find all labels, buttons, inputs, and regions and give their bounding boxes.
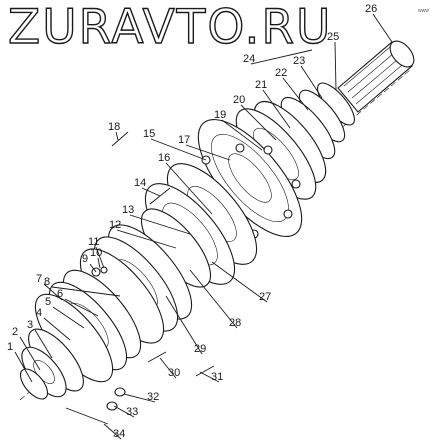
leader-line-12 bbox=[116, 229, 177, 249]
callout-label-22: 22 bbox=[275, 67, 287, 79]
leader-line-3 bbox=[34, 329, 53, 359]
callout-label-30: 30 bbox=[168, 367, 180, 379]
part-8-29-disc-pack bbox=[79, 224, 193, 344]
leader-line-11 bbox=[95, 246, 105, 269]
part-22-23-rings bbox=[280, 82, 355, 160]
leader-line-13 bbox=[129, 214, 191, 235]
callout-label-26: 26 bbox=[365, 3, 377, 15]
callout-label-28: 28 bbox=[229, 317, 241, 329]
leader-line-31 bbox=[199, 371, 220, 383]
callout-label-25: 25 bbox=[327, 31, 339, 43]
callout-label-3: 3 bbox=[27, 319, 33, 331]
leader-line-26 bbox=[372, 13, 393, 43]
leader-line-6 bbox=[64, 298, 99, 317]
callout-label-16: 16 bbox=[158, 152, 170, 164]
callout-label-4: 4 bbox=[36, 307, 42, 319]
callout-label-8: 8 bbox=[44, 276, 50, 288]
callout-label-32: 32 bbox=[147, 391, 159, 403]
leader-line-21 bbox=[262, 89, 291, 129]
leader-line-28 bbox=[189, 269, 238, 329]
leader-line-19 bbox=[221, 119, 263, 151]
callout-label-31: 31 bbox=[211, 371, 223, 383]
leader-line-29 bbox=[165, 295, 203, 355]
leader-line-4 bbox=[43, 317, 71, 341]
callout-label-12: 12 bbox=[109, 219, 121, 231]
callout-label-15: 15 bbox=[143, 128, 155, 140]
callout-label-10: 10 bbox=[90, 247, 102, 259]
callout-label-6: 6 bbox=[57, 288, 63, 300]
callout-label-33: 33 bbox=[126, 406, 138, 418]
callout-label-34: 34 bbox=[113, 428, 125, 440]
callout-label-13: 13 bbox=[122, 204, 134, 216]
leader-line-1 bbox=[14, 351, 33, 383]
callout-label-19: 19 bbox=[214, 109, 226, 121]
callout-label-27: 27 bbox=[259, 291, 271, 303]
leader-line-34 bbox=[103, 423, 122, 440]
leader-line-30 bbox=[159, 357, 177, 379]
callout-label-29: 29 bbox=[194, 343, 206, 355]
callout-label-20: 20 bbox=[233, 94, 245, 106]
callout-label-21: 21 bbox=[255, 79, 267, 91]
callout-label-11: 11 bbox=[88, 236, 99, 248]
callout-label-14: 14 bbox=[134, 177, 146, 189]
leader-line-25 bbox=[334, 41, 337, 91]
leader-line-14 bbox=[141, 187, 161, 197]
callout-label-5: 5 bbox=[45, 296, 51, 308]
part-1-2-3-hub bbox=[19, 328, 84, 400]
callout-label-2: 2 bbox=[12, 326, 18, 338]
leader-line-9 bbox=[89, 263, 97, 273]
callout-label-18: 18 bbox=[108, 121, 120, 133]
leader-line-2 bbox=[19, 336, 41, 371]
leader-line-20 bbox=[240, 104, 277, 141]
leader-line-22 bbox=[282, 77, 309, 111]
leader-line-27 bbox=[211, 261, 268, 303]
leader-lines bbox=[14, 13, 393, 440]
leader-line-8 bbox=[51, 286, 121, 297]
watermark-logo: ZURAVTO.RU bbox=[7, 0, 333, 55]
part-4-5-6-plates bbox=[34, 269, 142, 383]
corner-mark: www bbox=[418, 8, 429, 14]
leader-line-23 bbox=[300, 65, 323, 99]
leader-line-5 bbox=[52, 306, 85, 329]
leader-line-16 bbox=[165, 162, 213, 215]
leader-line-24 bbox=[250, 49, 313, 65]
leader-line-17 bbox=[185, 144, 231, 161]
leader-line-10 bbox=[97, 257, 101, 269]
splined-shaft bbox=[337, 40, 415, 113]
leader-line-15 bbox=[150, 138, 207, 161]
callout-label-1: 1 bbox=[7, 341, 13, 353]
leader-line-32 bbox=[123, 393, 156, 403]
leader-line-7 bbox=[43, 283, 63, 301]
callout-label-17: 17 bbox=[178, 134, 190, 146]
callout-label-9: 9 bbox=[82, 253, 88, 265]
leader-line-33 bbox=[113, 405, 135, 418]
callout-label-24: 24 bbox=[243, 53, 255, 65]
leader-line-18 bbox=[115, 131, 119, 141]
callout-label-23: 23 bbox=[293, 55, 305, 67]
callout-label-7: 7 bbox=[36, 273, 42, 285]
